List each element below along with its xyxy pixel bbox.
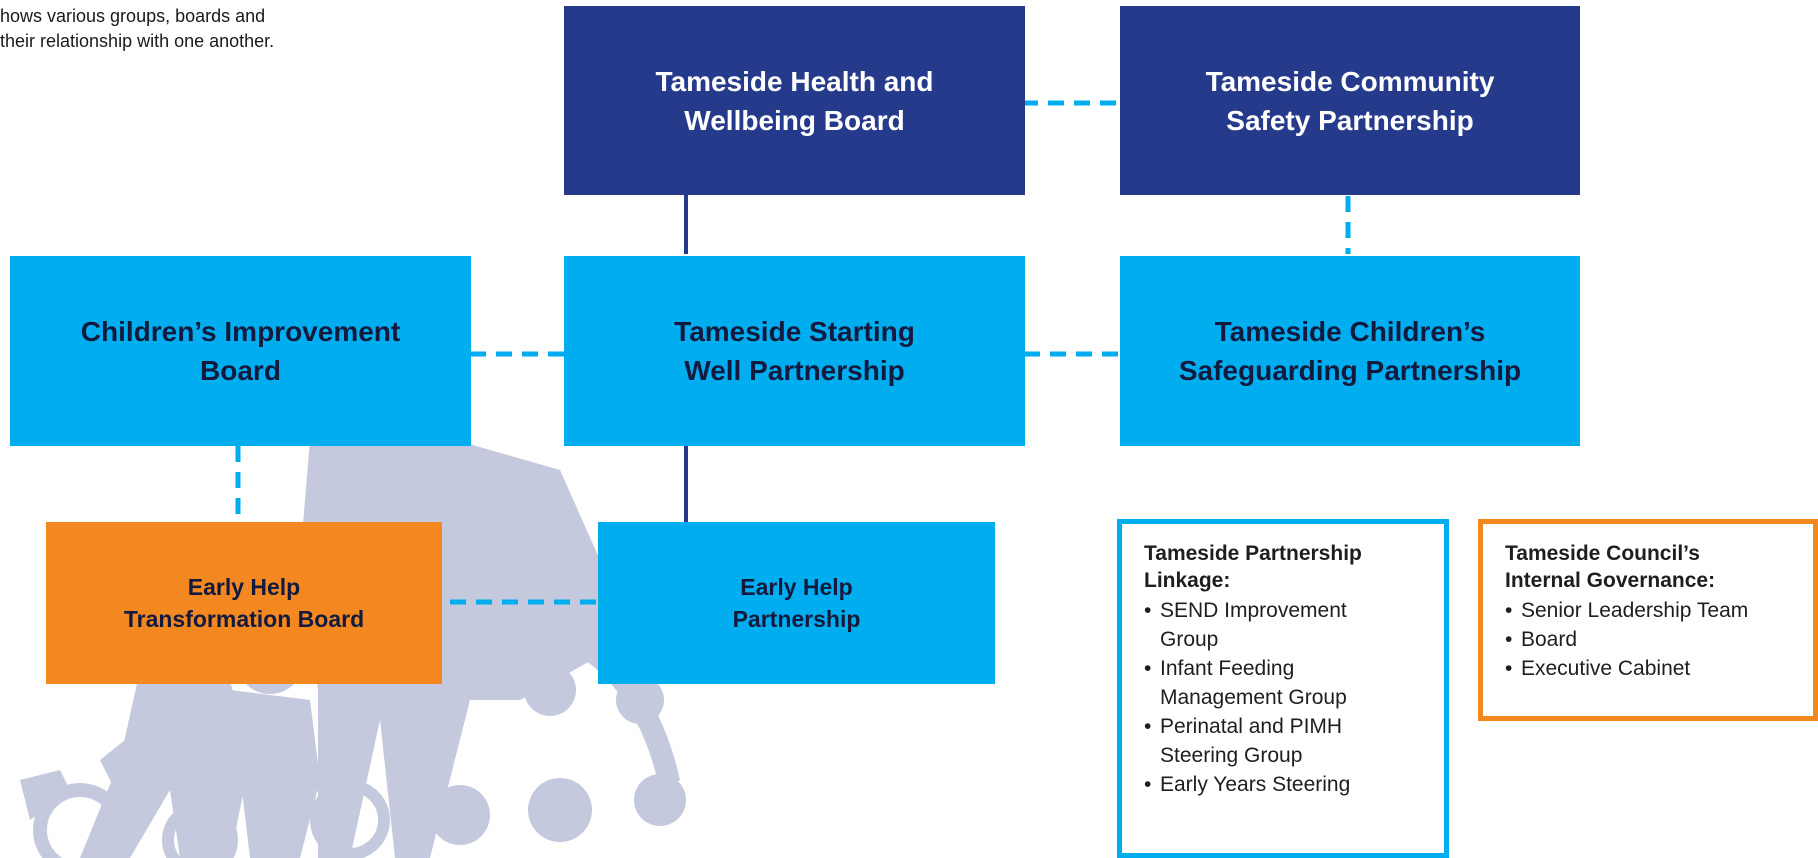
- starting-well-partnership-label: Tameside Starting Well Partnership: [674, 316, 915, 386]
- childrens-improvement-board-box: Children’s Improvement Board: [10, 256, 471, 446]
- early-help-transformation-board-box: Early Help Transformation Board: [46, 522, 442, 684]
- early-help-partnership-box: Early Help Partnership: [598, 522, 995, 684]
- internal-governance-list: Senior Leadership Team Board Executive C…: [1505, 596, 1793, 683]
- childrens-improvement-board-label: Children’s Improvement Board: [80, 316, 401, 386]
- list-item: Executive Cabinet: [1505, 654, 1793, 683]
- community-safety-partnership-box: Tameside Community Safety Partnership: [1120, 6, 1580, 195]
- list-item: Senior Leadership Team: [1505, 596, 1793, 625]
- childrens-safeguarding-partnership-box: Tameside Children’s Safeguarding Partner…: [1120, 256, 1580, 446]
- community-safety-partnership-label: Tameside Community Safety Partnership: [1205, 65, 1495, 136]
- early-help-partnership-label: Early Help Partnership: [732, 574, 861, 632]
- list-item: SEND Improvement Group: [1144, 596, 1424, 654]
- internal-governance-title: Tameside Council’s Internal Governance:: [1505, 542, 1716, 592]
- partnership-linkage-panel: Tameside Partnership Linkage: SEND Impro…: [1117, 519, 1449, 858]
- partnership-linkage-title: Tameside Partnership Linkage:: [1144, 542, 1362, 592]
- list-item: Early Years Steering: [1144, 770, 1424, 799]
- health-wellbeing-board-box: Tameside Health and Wellbeing Board: [564, 6, 1025, 195]
- early-help-transformation-board-label: Early Help Transformation Board: [123, 574, 365, 632]
- partnership-linkage-list: SEND Improvement Group Infant Feeding Ma…: [1144, 596, 1424, 799]
- list-item: Board: [1505, 625, 1793, 654]
- childrens-safeguarding-partnership-label: Tameside Children’s Safeguarding Partner…: [1178, 316, 1522, 386]
- starting-well-partnership-box: Tameside Starting Well Partnership: [564, 256, 1025, 446]
- intro-text: hows various groups, boards and their re…: [0, 6, 275, 51]
- list-item: Perinatal and PIMH Steering Group: [1144, 712, 1424, 770]
- internal-governance-panel: Tameside Council’s Internal Governance: …: [1478, 519, 1818, 721]
- list-item: Infant Feeding Management Group: [1144, 654, 1424, 712]
- health-wellbeing-board-label: Tameside Health and Wellbeing Board: [655, 65, 934, 136]
